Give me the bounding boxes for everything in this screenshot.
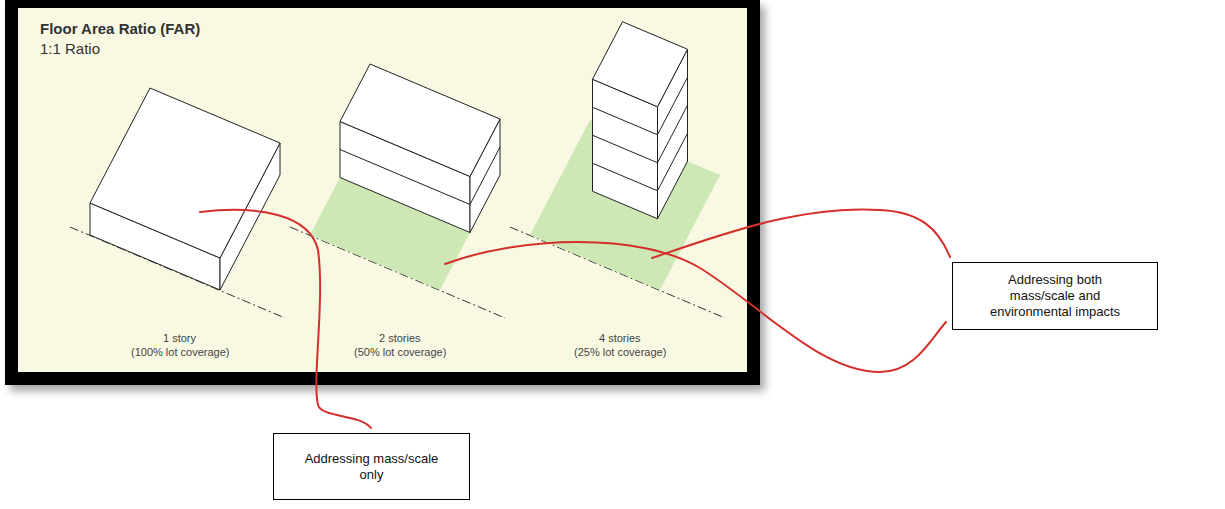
slab-top [90, 88, 280, 258]
picture-ground [18, 8, 747, 372]
diagram-title: Floor Area Ratio (FAR) [40, 20, 200, 37]
floor-line [593, 135, 658, 163]
leader-line [652, 209, 950, 258]
leader-line [445, 242, 946, 372]
caption: (25% lot coverage) [574, 346, 666, 358]
picture-frame [5, 0, 760, 385]
floor-line [658, 105, 688, 163]
floor-line [593, 107, 658, 135]
caption: (50% lot coverage) [354, 346, 446, 358]
floor-line [593, 163, 658, 191]
leader-line [200, 210, 371, 428]
caption: (100% lot coverage) [131, 346, 229, 358]
tower-top [593, 22, 688, 107]
caption: 1 story [163, 332, 196, 344]
callout-box: Addressing both mass/scale and environme… [952, 262, 1158, 330]
callout-text: Addressing both mass/scale and environme… [975, 272, 1135, 320]
subtitle: 1:1 Ratio [40, 40, 100, 57]
floor-line [658, 133, 688, 191]
building-top [340, 64, 500, 177]
caption: 2 stories [379, 332, 421, 344]
callout-text: Addressing mass/scale only [302, 451, 442, 483]
caption: 4 stories [599, 332, 641, 344]
callout-box: Addressing mass/scale only [273, 433, 470, 500]
